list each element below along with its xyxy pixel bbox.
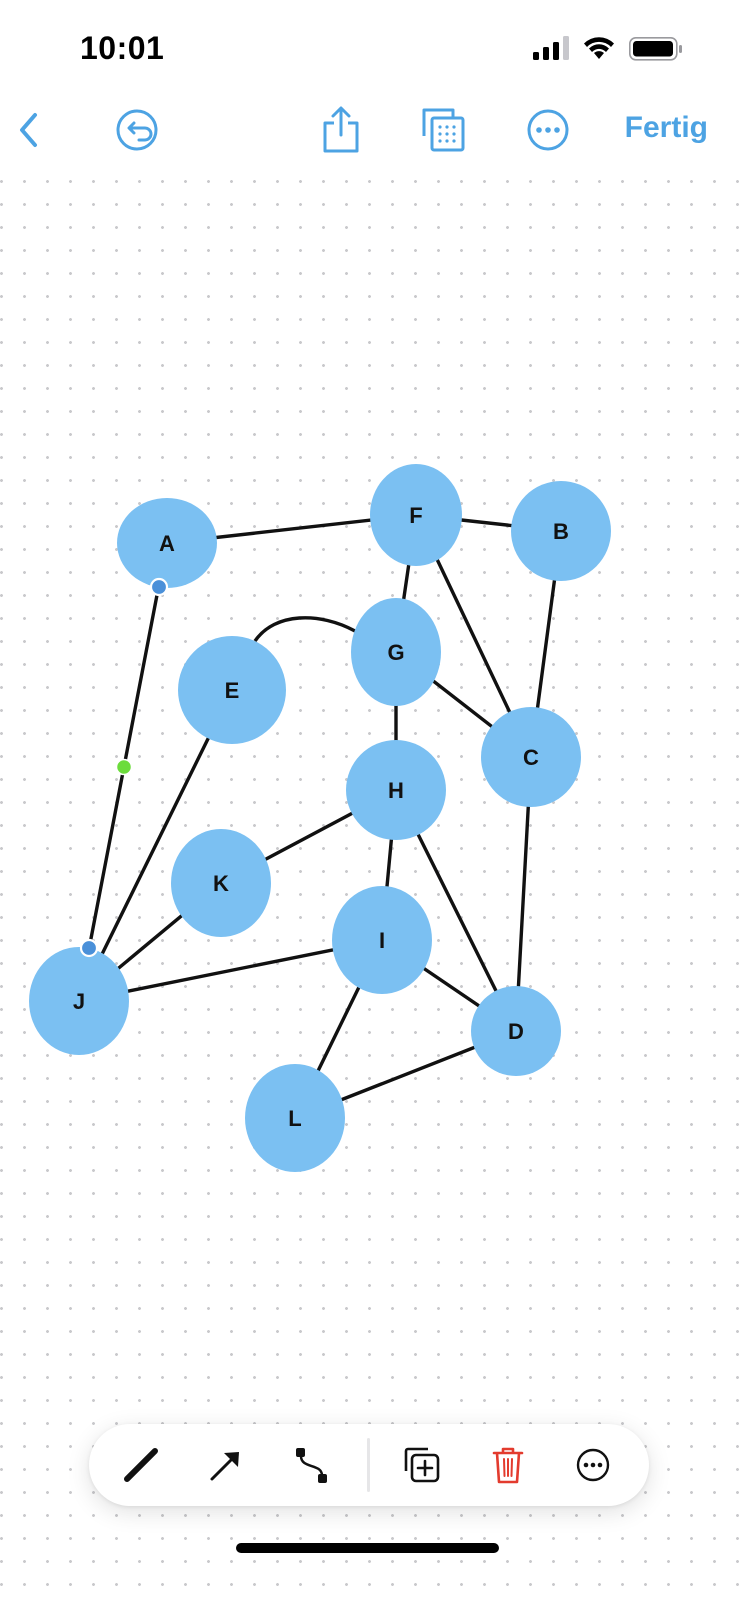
node-K-label: K bbox=[213, 871, 229, 896]
more-options-button[interactable] bbox=[523, 105, 573, 155]
edge-I-J[interactable] bbox=[77, 938, 384, 1003]
node-K[interactable]: K bbox=[171, 829, 271, 937]
node-L-shape bbox=[245, 1064, 345, 1172]
edge-start-handle[interactable] bbox=[149, 577, 169, 597]
node-F-label: F bbox=[409, 503, 422, 528]
status-time: 10:01 bbox=[80, 30, 165, 66]
home-indicator bbox=[236, 1543, 499, 1553]
node-I[interactable]: I bbox=[332, 886, 432, 994]
node-L-label: L bbox=[288, 1106, 301, 1131]
node-F-shape bbox=[370, 464, 462, 566]
selection-handles bbox=[79, 577, 169, 958]
edge-E-J[interactable] bbox=[77, 688, 234, 1003]
grid-overlay-icon bbox=[422, 108, 465, 152]
node-J-label: J bbox=[73, 989, 85, 1014]
node-D-shape bbox=[471, 986, 561, 1076]
node-A[interactable]: A bbox=[117, 498, 217, 588]
arrow-icon bbox=[210, 1452, 239, 1481]
edge-end-handle[interactable] bbox=[79, 938, 99, 958]
node-I-label: I bbox=[379, 928, 385, 953]
ellipsis-icon bbox=[576, 1448, 610, 1482]
undo-button[interactable] bbox=[112, 105, 162, 155]
ellipsis-icon bbox=[527, 109, 569, 151]
node-C-shape bbox=[481, 707, 581, 807]
node-H-label: H bbox=[388, 778, 404, 803]
node-G-label: G bbox=[387, 640, 404, 665]
node-J[interactable]: J bbox=[29, 947, 129, 1055]
grid-overlay-button[interactable] bbox=[418, 105, 468, 155]
trash-icon bbox=[492, 1447, 524, 1484]
node-E-shape bbox=[178, 636, 286, 744]
shape-edit-dock bbox=[89, 1424, 649, 1506]
duplicate-button[interactable] bbox=[397, 1440, 447, 1490]
dock-more-button[interactable] bbox=[568, 1440, 618, 1490]
connector-tool-button[interactable] bbox=[286, 1440, 336, 1490]
arrow-tool-button[interactable] bbox=[201, 1440, 251, 1490]
node-J-shape bbox=[29, 947, 129, 1055]
node-I-shape bbox=[332, 886, 432, 994]
edge-E-G[interactable] bbox=[253, 616, 356, 643]
node-B-label: B bbox=[553, 519, 569, 544]
node-A-shape bbox=[117, 498, 217, 588]
node-B-shape bbox=[511, 481, 611, 581]
node-C-label: C bbox=[523, 745, 539, 770]
chevron-left-icon bbox=[20, 113, 37, 147]
done-button[interactable]: Fertig bbox=[624, 111, 708, 144]
undo-icon bbox=[116, 109, 158, 151]
duplicate-icon bbox=[404, 1447, 440, 1483]
node-G[interactable]: G bbox=[351, 598, 441, 706]
node-D[interactable]: D bbox=[471, 986, 561, 1076]
status-bar: 10:01 bbox=[0, 0, 739, 95]
node-E[interactable]: E bbox=[178, 636, 286, 744]
nodes-layer: A F B G E C H K I J D L bbox=[29, 464, 611, 1172]
connector-icon bbox=[296, 1448, 327, 1483]
cellular-signal-icon bbox=[533, 36, 569, 60]
node-L[interactable]: L bbox=[245, 1064, 345, 1172]
node-A-label: A bbox=[159, 531, 175, 556]
top-toolbar: Fertig bbox=[0, 95, 739, 170]
share-icon bbox=[323, 106, 359, 153]
delete-button[interactable] bbox=[483, 1440, 533, 1490]
status-icons bbox=[533, 36, 683, 62]
share-button[interactable] bbox=[316, 105, 366, 155]
node-D-label: D bbox=[508, 1019, 524, 1044]
dock-divider bbox=[367, 1438, 370, 1492]
edge-midpoint-handle[interactable] bbox=[115, 758, 133, 776]
node-B[interactable]: B bbox=[511, 481, 611, 581]
node-H-shape bbox=[346, 740, 446, 840]
line-icon bbox=[124, 1448, 158, 1482]
node-G-shape bbox=[351, 598, 441, 706]
battery-icon bbox=[629, 37, 682, 61]
node-K-shape bbox=[171, 829, 271, 937]
node-H[interactable]: H bbox=[346, 740, 446, 840]
node-C[interactable]: C bbox=[481, 707, 581, 807]
back-button[interactable] bbox=[4, 105, 54, 155]
wifi-icon bbox=[584, 37, 614, 59]
line-tool-button[interactable] bbox=[116, 1440, 166, 1490]
node-E-label: E bbox=[225, 678, 240, 703]
node-F[interactable]: F bbox=[370, 464, 462, 566]
